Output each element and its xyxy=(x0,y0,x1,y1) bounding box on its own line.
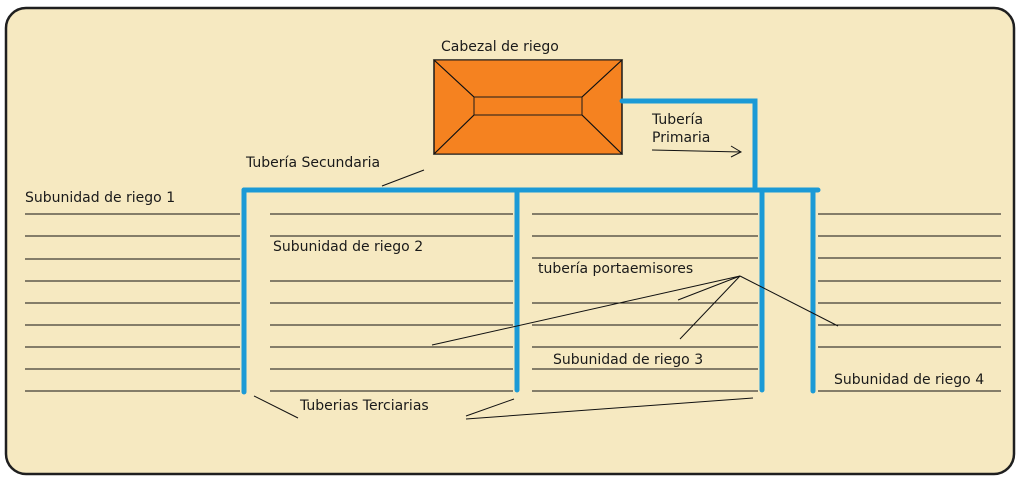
pipes xyxy=(241,98,821,395)
secundaria-label: Tubería Secundaria xyxy=(245,155,380,171)
subunidad-4-label: Subunidad de riego 4 xyxy=(834,372,984,388)
cabezal-de-riego-box xyxy=(432,59,624,155)
pointer-lines xyxy=(253,145,839,420)
subunidad-2-label: Subunidad de riego 2 xyxy=(273,239,423,255)
primaria-label-line1: Tubería xyxy=(651,112,703,128)
subunidad-1-label: Subunidad de riego 1 xyxy=(25,190,175,206)
emitter-lines xyxy=(25,213,1001,392)
cabezal-label: Cabezal de riego xyxy=(441,39,559,55)
subunidad-3-label: Subunidad de riego 3 xyxy=(553,352,703,368)
primary-pipe xyxy=(619,98,758,190)
portaemisores-label: tubería portaemisores xyxy=(538,261,693,277)
primaria-label-line2: Primaria xyxy=(652,130,710,146)
terciarias-label: Tuberias Terciarias xyxy=(299,398,429,414)
